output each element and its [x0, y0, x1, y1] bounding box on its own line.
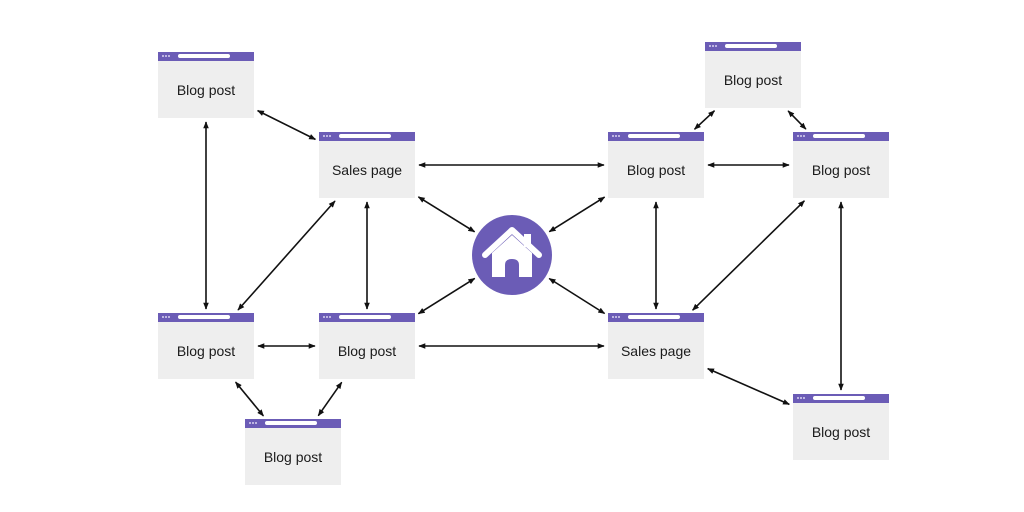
url-bar: [178, 54, 230, 58]
card-label: Blog post: [811, 161, 871, 178]
browser-bar: [319, 132, 415, 141]
url-bar: [339, 315, 391, 319]
card-label: Blog post: [626, 161, 686, 178]
window-dots-icon: [612, 135, 621, 138]
blog-post-card: Blog post: [245, 419, 341, 485]
link-arrow-bp2-bp4: [234, 381, 265, 417]
link-arrow-bp1-sp1: [256, 109, 317, 141]
window-dots-icon: [249, 422, 258, 425]
window-dots-icon: [709, 45, 718, 48]
browser-bar: [319, 313, 415, 322]
window-dots-icon: [162, 55, 171, 58]
house-icon: [482, 227, 542, 277]
home-node: [472, 215, 552, 295]
url-bar: [813, 134, 865, 138]
link-arrow-sp1-bp2: [237, 200, 336, 311]
url-bar: [628, 134, 680, 138]
browser-bar: [608, 313, 704, 322]
card-label: Blog post: [337, 342, 397, 359]
link-arrow-sp2-bp8: [707, 367, 790, 406]
blog-post-card: Blog post: [158, 313, 254, 379]
link-arrow-sp2-home: [548, 277, 606, 315]
browser-bar: [793, 394, 889, 403]
browser-bar: [793, 132, 889, 141]
link-arrow-sp1-home: [417, 196, 476, 233]
url-bar: [725, 44, 777, 48]
window-dots-icon: [323, 135, 332, 138]
browser-bar: [158, 52, 254, 61]
card-label: Sales page: [620, 342, 692, 359]
card-label: Sales page: [331, 161, 403, 178]
browser-bar: [705, 42, 801, 51]
browser-bar: [608, 132, 704, 141]
link-arrow-sp2-bp7: [692, 200, 805, 311]
url-bar: [178, 315, 230, 319]
sales-page-card: Sales page: [319, 132, 415, 198]
blog-post-card: Blog post: [319, 313, 415, 379]
blog-post-card: Blog post: [705, 42, 801, 108]
link-arrow-bp3-home: [417, 277, 476, 315]
url-bar: [813, 396, 865, 400]
card-label: Blog post: [811, 423, 871, 440]
browser-bar: [158, 313, 254, 322]
link-arrow-bp5-bp6: [693, 110, 716, 130]
window-dots-icon: [797, 135, 806, 138]
blog-post-card: Blog post: [158, 52, 254, 118]
card-label: Blog post: [176, 342, 236, 359]
card-label: Blog post: [176, 81, 236, 98]
blog-post-card: Blog post: [608, 132, 704, 198]
window-dots-icon: [797, 397, 806, 400]
card-label: Blog post: [723, 71, 783, 88]
window-dots-icon: [162, 316, 171, 319]
blog-post-card: Blog post: [793, 132, 889, 198]
blog-post-card: Blog post: [793, 394, 889, 460]
browser-bar: [245, 419, 341, 428]
url-bar: [339, 134, 391, 138]
url-bar: [265, 421, 317, 425]
card-label: Blog post: [263, 448, 323, 465]
link-arrow-bp3-bp4: [317, 381, 343, 417]
link-arrow-bp6-home: [548, 196, 606, 233]
sales-page-card: Sales page: [608, 313, 704, 379]
link-arrow-bp5-bp7: [787, 110, 807, 130]
window-dots-icon: [612, 316, 621, 319]
url-bar: [628, 315, 680, 319]
window-dots-icon: [323, 316, 332, 319]
